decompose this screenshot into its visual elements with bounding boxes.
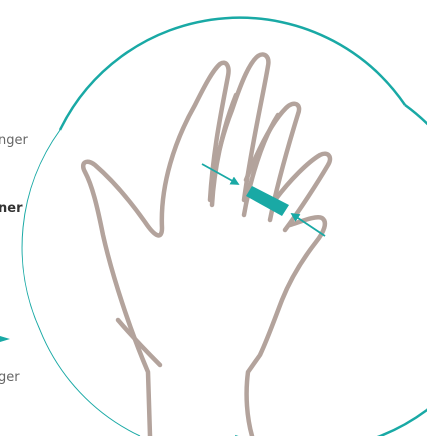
label-fragment-top: nger — [0, 133, 28, 149]
circle-frame-bottom — [235, 410, 427, 436]
partial-arrow-icon — [0, 336, 10, 342]
measure-arrow-left-icon — [202, 164, 238, 184]
hand-outline-icon — [83, 54, 330, 436]
label-fragment-middle: ner — [0, 201, 22, 217]
circle-frame-left — [22, 130, 140, 436]
label-fragment-bottom: ger — [0, 370, 20, 386]
circle-frame-right — [405, 105, 427, 410]
